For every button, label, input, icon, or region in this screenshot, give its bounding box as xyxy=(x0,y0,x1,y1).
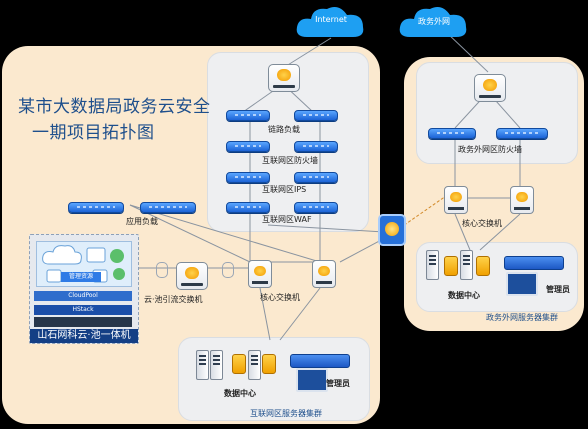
cloud-pool-switch-label: 云·池引流交换机 xyxy=(144,295,203,304)
database-icon xyxy=(476,256,490,276)
app-lb-right-device xyxy=(140,202,196,213)
title-line2: 一期项目拓扑图 xyxy=(32,123,155,143)
cloudpool-bar: CloudPool xyxy=(34,291,132,301)
cloud-pool-appliance: 管理资源 CloudPool HStack 山石网科云·池一体机 xyxy=(29,234,139,344)
link-chain-icon xyxy=(222,262,234,278)
gov-firewall-left-device xyxy=(428,128,476,139)
database-icon xyxy=(262,354,276,374)
firewall-label: 互联网区防火墙 xyxy=(262,156,318,165)
gov-blade-server-icon xyxy=(504,256,564,270)
server-icon xyxy=(210,350,223,380)
waf-right-device xyxy=(294,202,338,213)
cloud-pool-caption: 山石网科云·池一体机 xyxy=(30,329,138,343)
ips-label: 互联网区IPS xyxy=(262,185,307,194)
core-switch-label: 核心交换机 xyxy=(260,293,300,302)
hstack-bar: HStack xyxy=(34,305,132,315)
internet-server-panel xyxy=(178,337,370,421)
app-lb-left-device xyxy=(68,202,124,213)
gov-datacenter-label: 数据中心 xyxy=(448,291,480,300)
link-chain-icon xyxy=(156,262,168,278)
pool-management-area: 管理资源 xyxy=(36,241,132,287)
gov-admin-label: 管理员 xyxy=(546,285,570,294)
internet-datacenter-label: 数据中心 xyxy=(224,389,256,398)
internet-server-caption: 互联网区服务器集群 xyxy=(250,409,322,418)
cloud-pool-switch-icon xyxy=(176,262,208,290)
app-lb-label: 应用负载 xyxy=(126,217,158,226)
gov-external-cloud-label: 政务外网 xyxy=(418,17,450,26)
gov-core-switch-right-icon xyxy=(510,186,534,214)
internet-router-icon xyxy=(268,64,300,92)
admin-monitor-icon xyxy=(296,368,328,392)
waf-label: 互联网区WAF xyxy=(262,215,312,224)
internet-cloud-label: Internet xyxy=(315,15,347,24)
pool-management-label: 管理资源 xyxy=(61,272,101,282)
database-icon xyxy=(232,354,246,374)
server-icon xyxy=(248,350,261,380)
waf-left-device xyxy=(226,202,270,213)
internet-cloud: Internet xyxy=(293,3,369,43)
database-icon xyxy=(444,256,458,276)
gov-server-caption: 政务外网服务器集群 xyxy=(486,313,558,322)
core-switch-right-icon xyxy=(312,260,336,288)
title-line1: 某市大数据局政务云安全 xyxy=(18,97,211,117)
load-balance-label: 链路负载 xyxy=(268,125,300,134)
server-icon xyxy=(196,350,209,380)
server-icon xyxy=(460,250,473,280)
load-balance-left-device xyxy=(226,110,270,121)
firewall-left-device xyxy=(226,141,270,152)
cloud-icon xyxy=(399,7,467,37)
core-switch-left-icon xyxy=(248,260,272,288)
ips-left-device xyxy=(226,172,270,183)
gov-router-icon xyxy=(474,74,506,102)
internet-admin-label: 管理员 xyxy=(326,379,350,388)
gov-firewall-right-device xyxy=(496,128,548,139)
firewall-right-device xyxy=(294,141,338,152)
blade-server-icon xyxy=(290,354,350,368)
server-icon xyxy=(426,250,439,280)
gov-external-cloud: 政务外网 xyxy=(396,3,472,43)
load-balance-right-device xyxy=(294,110,338,121)
gov-core-switch-label: 核心交换机 xyxy=(462,219,502,228)
gov-server-panel xyxy=(416,242,578,312)
cloud-icon xyxy=(296,7,364,37)
ips-right-device xyxy=(294,172,338,183)
gov-core-switch-left-icon xyxy=(444,186,468,214)
gov-firewall-label: 政务外网区防火墙 xyxy=(458,145,522,154)
pool-base-bar xyxy=(34,317,132,327)
gateway-firewall-icon xyxy=(378,214,406,246)
gov-admin-monitor-icon xyxy=(506,272,538,296)
